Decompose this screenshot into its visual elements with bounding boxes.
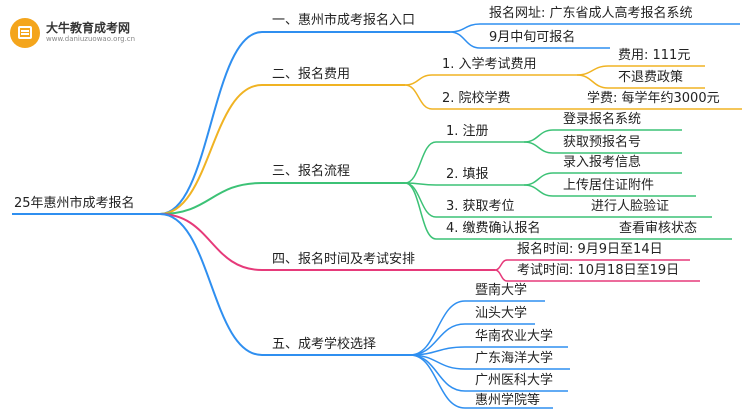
node-reg-time: 报名时间: 9月9日至14日 [517,242,663,257]
node-get-seat: 3. 获取考位 [446,199,515,214]
node-school-scau: 华南农业大学 [475,329,554,344]
node-school-gzhmu: 广州医科大学 [475,373,554,388]
node-prereg-number: 获取预报名号 [563,135,642,150]
logo-url: www.daniuzuowao.org.cn [46,35,136,43]
branch-entry: 一、惠州市成考报名入口 [272,13,416,28]
edge-root-schedule [159,213,263,271]
node-school-huizhou: 惠州学院等 [475,393,541,408]
logo-name: 大牛教育成考网 [46,21,131,35]
edge-school-gzhmu [409,354,466,392]
edge-entry-time [449,31,481,49]
node-tuition: 2. 院校学费 [442,91,511,106]
edge-fees-tuition [404,84,433,110]
edge-root-entry [159,31,263,215]
edge-register-login [523,129,554,143]
node-login: 登录报名系统 [563,112,642,127]
node-exam-fee-policy: 不退费政策 [618,70,684,85]
node-check-status: 查看审核状态 [619,221,698,236]
edge-fill-info [523,172,554,186]
node-enter-info: 录入报考信息 [563,155,642,170]
edge-schedule-reg [494,259,508,271]
node-face-verify: 进行人脸验证 [591,199,670,214]
node-register: 1. 注册 [446,124,489,139]
node-exam-fee: 1. 入学考试费用 [442,57,537,72]
node-tuition-amount: 学费: 每学年约3000元 [587,91,720,106]
node-entry-time: 9月中旬可报名 [489,30,576,45]
node-pay-confirm: 4. 缴费确认报名 [446,221,541,236]
edge-process-register [404,141,437,184]
edge-exam-amount [576,65,609,76]
node-exam-fee-amount: 费用: 111元 [618,48,691,63]
edge-school-huizhou [409,354,466,409]
node-school-shantou: 汕头大学 [475,306,528,321]
branch-fees: 二、报名费用 [272,67,351,82]
edge-school-jinan [409,300,466,356]
branch-schools: 五、成考学校选择 [272,337,377,352]
node-exam-time: 考试时间: 10月18日至19日 [517,263,680,278]
node-upload-permit: 上传居住证附件 [563,178,655,193]
branch-schedule: 四、报名时间及考试安排 [272,252,416,267]
edge-fill-upload [523,184,554,197]
edge-fees-exam [404,74,433,86]
edge-root-process [159,182,263,215]
root-node: 25年惠州市成考报名 [14,196,135,211]
edge-entry-url [449,23,481,33]
site-logo: 大牛教育成考网 www.daniuzuowao.org.cn [10,18,160,48]
edge-exam-policy [576,74,609,89]
edge-register-number [523,141,554,154]
edge-root-schools [159,213,263,356]
node-school-jinan: 暨南大学 [475,283,528,298]
edge-schedule-exam [494,269,508,282]
branch-process: 三、报名流程 [272,164,351,179]
node-fill: 2. 填报 [446,167,489,182]
node-school-gdou: 广东海洋大学 [475,351,554,366]
book-icon [10,18,40,48]
node-entry-url: 报名网址: 广东省成人高考报名系统 [489,6,693,21]
edge-process-pay [404,182,437,240]
edge-root-fees [159,84,263,215]
